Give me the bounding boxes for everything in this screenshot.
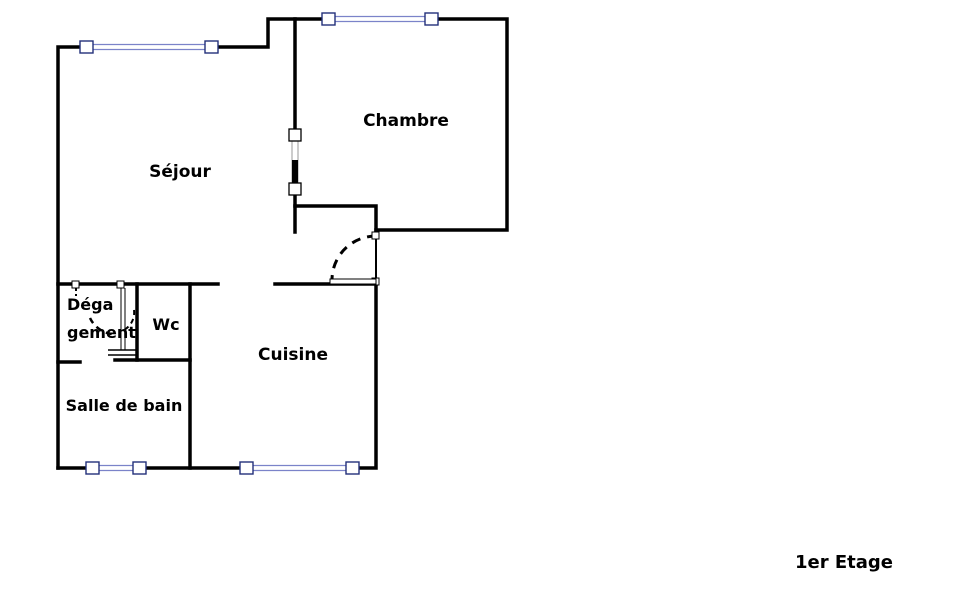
degagement-door (71, 280, 137, 356)
sejour-chambre-opening (288, 128, 302, 196)
opening-marker (288, 128, 302, 142)
door-hinge-marker (371, 231, 380, 240)
interior-walls (56, 17, 378, 470)
room-label-wc: Wc (152, 315, 179, 334)
window-cuisine-bottom (239, 461, 360, 475)
room-label-chambre: Chambre (363, 111, 449, 131)
room-label-cuisine: Cuisine (258, 345, 328, 365)
room-label-salle-de-bain: Salle de bain (66, 396, 183, 415)
room-label-degagement-line2: gement (67, 323, 136, 342)
chambre-lower-wall (293, 204, 378, 234)
room-label-degagement-line1: Déga (67, 295, 113, 314)
window-bathroom-bottom (85, 461, 147, 475)
floor-label: 1er Etage (795, 552, 893, 573)
exterior-walls (56, 17, 509, 470)
opening-marker (288, 182, 302, 196)
room-label-sejour: Séjour (149, 162, 211, 182)
window-chambre-top (321, 12, 439, 26)
window-sejour-top (79, 40, 219, 54)
chambre-door (329, 231, 380, 286)
